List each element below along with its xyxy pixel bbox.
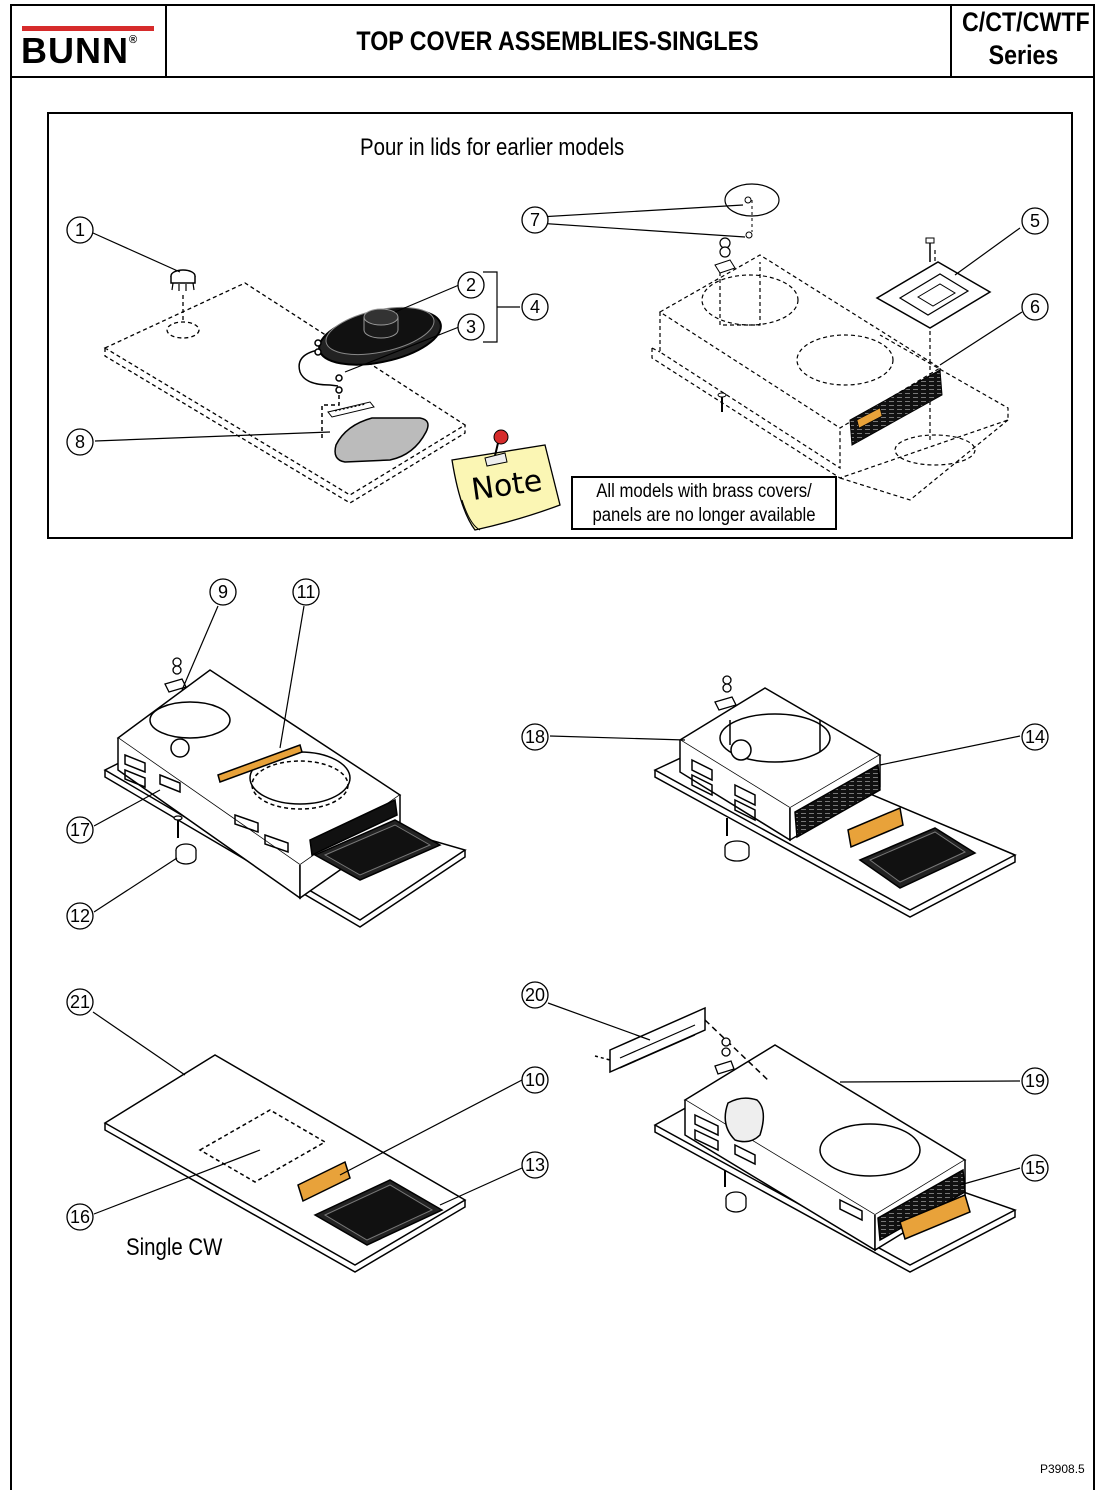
callouts: 1 2 3 4 5 6 7 8 9 11 17 12 18 14 21 10 1…	[66, 206, 1049, 1231]
series-label: C/CT/CWTF Series	[950, 6, 1095, 76]
note-message: All models with brass covers/ panels are…	[571, 476, 837, 530]
mid-left-hardware	[164, 657, 197, 865]
callout-19: 19	[1021, 1067, 1049, 1095]
logo: BUNN®	[12, 6, 167, 76]
callout-15: 15	[1021, 1154, 1049, 1182]
callout-16: 16	[66, 1203, 94, 1231]
lid-chain-icon	[298, 339, 343, 438]
callout-2-label: 2	[466, 275, 476, 295]
screw-icon	[717, 392, 727, 412]
callout-3-label: 3	[466, 317, 476, 337]
callout-14-label: 14	[1025, 727, 1045, 747]
logo-text: BUNN	[21, 30, 129, 71]
page-title: TOP COVER ASSEMBLIES-SINGLES	[356, 25, 759, 56]
callout-7-label: 7	[530, 210, 540, 230]
callout-9-label: 9	[218, 582, 228, 602]
earlier-models-title: Pour in lids for earlier models	[360, 134, 625, 161]
sprayhead-icon	[714, 183, 780, 274]
callout-1-label: 1	[75, 220, 85, 240]
callout-18: 18	[521, 723, 549, 751]
callout-16-label: 16	[70, 1207, 90, 1227]
page-frame	[10, 4, 1095, 1490]
callout-2: 2	[457, 271, 485, 299]
callout-13-label: 13	[525, 1155, 545, 1175]
front-decal-icon	[849, 369, 943, 446]
note-line-1: All models with brass covers/	[596, 481, 812, 502]
earlier-cover-right	[651, 250, 1009, 501]
callout-4: 4	[521, 293, 549, 321]
single-cw-label: Single CW	[126, 1234, 223, 1261]
bottom-right-hardware	[714, 1037, 747, 1213]
callout-21: 21	[66, 988, 94, 1016]
note-line-2: panels are no longer available	[592, 505, 816, 526]
callout-5: 5	[1021, 207, 1049, 235]
mid-right-hardware	[714, 675, 750, 862]
drip-tray-label-icon	[327, 401, 429, 463]
callout-14: 14	[1021, 723, 1049, 751]
part-number: P3908.5	[1040, 1462, 1085, 1476]
callout-10-label: 10	[525, 1070, 545, 1090]
callout-6-label: 6	[1030, 297, 1040, 317]
callout-10: 10	[521, 1066, 549, 1094]
callout-6: 6	[1021, 293, 1049, 321]
series-line-2: Series	[988, 40, 1059, 70]
assembly-single-cw	[103, 1054, 467, 1273]
assembly-bottom-right	[594, 1006, 1017, 1273]
callout-12-label: 12	[70, 906, 90, 926]
callout-20-label: 20	[525, 985, 545, 1005]
callout-20: 20	[521, 981, 549, 1009]
callout-8: 8	[66, 428, 94, 456]
callout-11-label: 11	[297, 582, 316, 602]
callout-9: 9	[209, 578, 237, 606]
earlier-models-box	[47, 112, 1073, 539]
hole-plug-icon	[170, 269, 196, 291]
callout-8-label: 8	[75, 432, 85, 452]
callout-11: 11	[292, 578, 320, 606]
note-sticker-icon	[451, 429, 561, 531]
callout-19-label: 19	[1025, 1071, 1045, 1091]
header: BUNN® TOP COVER ASSEMBLIES-SINGLES C/CT/…	[10, 4, 1095, 78]
callout-15-label: 15	[1025, 1158, 1045, 1178]
callout-17: 17	[66, 816, 94, 844]
callout-5-label: 5	[1030, 211, 1040, 231]
earlier-cover-left	[103, 282, 467, 504]
logo-bar	[22, 26, 154, 31]
assembly-mid-right	[653, 687, 1017, 918]
pour-in-lid-icon	[318, 306, 442, 366]
callout-1: 1	[66, 216, 94, 244]
series-line-1: C/CT/CWTF	[962, 7, 1090, 37]
callout-3: 3	[457, 313, 485, 341]
callout-17-label: 17	[70, 820, 90, 840]
callout-7: 7	[521, 206, 549, 234]
logo-registered-mark: ®	[129, 34, 139, 46]
callout-18-label: 18	[525, 727, 545, 747]
callout-13: 13	[521, 1151, 549, 1179]
assembly-mid-left	[103, 669, 467, 928]
callout-12: 12	[66, 902, 94, 930]
callout-21-label: 21	[70, 992, 90, 1012]
callout-leaders	[92, 204, 1023, 1215]
callout-4-label: 4	[530, 297, 540, 317]
lid-frame-icon	[875, 237, 992, 329]
